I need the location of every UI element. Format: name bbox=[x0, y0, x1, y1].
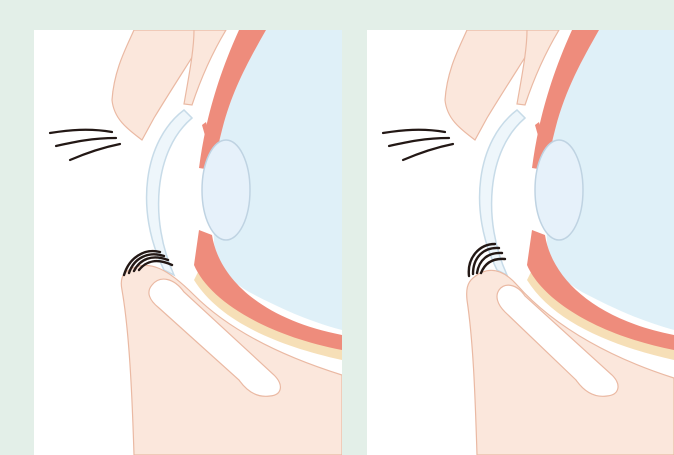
crystalline-lens bbox=[535, 140, 583, 240]
upper-eyelashes bbox=[50, 130, 120, 160]
eye-cross-section-left bbox=[34, 30, 342, 455]
eye-cross-section-right bbox=[367, 30, 674, 455]
eye-diagram-left-panel bbox=[34, 30, 342, 455]
crystalline-lens bbox=[202, 140, 250, 240]
eye-diagram-right-panel bbox=[367, 30, 674, 455]
upper-eyelashes bbox=[383, 130, 453, 160]
